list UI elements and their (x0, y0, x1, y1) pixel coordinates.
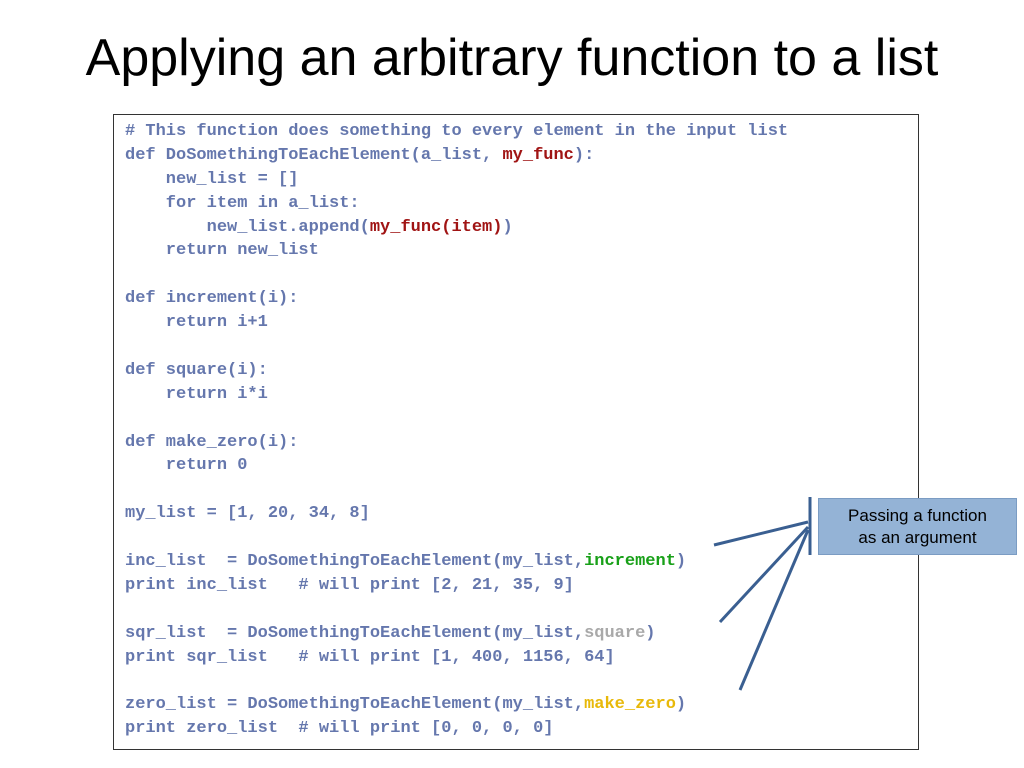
code-text: zero_list = DoSomethingToEachElement(my_… (125, 695, 585, 715)
code-line-blank (125, 526, 788, 550)
code-highlight-make-zero: make_zero (584, 695, 676, 715)
callout-text: Passing a function as an argument (848, 505, 987, 549)
callout-text-line: Passing a function (848, 505, 987, 525)
code-text: ) (502, 217, 513, 237)
code-line-def-main: def DoSomethingToEachElement(a_list, my_… (125, 144, 788, 168)
code-line-blank (125, 598, 788, 622)
callout-text-line: as an argument (858, 527, 977, 547)
code-line: def square(i): (125, 359, 788, 383)
code-text: ) (645, 623, 656, 643)
code-text: def square(i): (125, 360, 268, 380)
code-line: my_list = [1, 20, 34, 8] (125, 502, 788, 526)
slide-title: Applying an arbitrary function to a list (85, 29, 939, 87)
code-line: print sqr_list # will print [1, 400, 115… (125, 646, 788, 670)
code-text: return 0 (125, 456, 248, 476)
code-line: for item in a_list: (125, 192, 788, 216)
code-text: # This function does something to every … (125, 122, 789, 141)
code-text: inc_list = DoSomethingToEachElement(my_l… (125, 552, 585, 572)
code-text: ) (675, 552, 687, 572)
code-text: sqr_list = DoSomethingToEachElement(my_l… (125, 623, 585, 643)
code-highlight-square: square (584, 623, 646, 643)
code-line-blank (125, 407, 788, 431)
code-line-sqr: sqr_list = DoSomethingToEachElement(my_l… (125, 622, 788, 646)
code-line-comment: # This function does something to every … (125, 120, 788, 144)
code-line-zero: zero_list = DoSomethingToEachElement(my_… (125, 693, 788, 717)
code-text: my_list = [1, 20, 34, 8] (125, 504, 370, 524)
code-text: return i+1 (125, 313, 268, 333)
code-text: for item in a_list: (125, 193, 360, 213)
code-box: # This function does something to every … (113, 114, 919, 750)
code-line-blank (125, 669, 788, 693)
code-text: return i*i (125, 384, 268, 404)
code-line-blank (125, 478, 788, 502)
code-text: return new_list (125, 241, 319, 261)
callout-box: Passing a function as an argument (818, 498, 1017, 555)
code-line: print zero_list # will print [0, 0, 0, 0… (125, 717, 788, 741)
code-line: return 0 (125, 454, 788, 478)
code-text: ): (573, 145, 595, 165)
code-line: new_list.append(my_func(item)) (125, 216, 788, 240)
code-line: print inc_list # will print [2, 21, 35, … (125, 574, 788, 598)
code-line-blank (125, 263, 788, 287)
code-text: def DoSomethingToEachElement(a_list, (125, 145, 503, 165)
code-line: def make_zero(i): (125, 431, 788, 455)
code-line: def increment(i): (125, 287, 788, 311)
code-text: def increment(i): (125, 289, 299, 309)
code-text: ) (675, 695, 687, 715)
code-highlight-increment: increment (584, 552, 676, 572)
code-text: print inc_list # will print [2, 21, 35, … (125, 575, 574, 595)
code-block: # This function does something to every … (125, 120, 788, 741)
code-line: new_list = [] (125, 168, 788, 192)
code-line: return i*i (125, 383, 788, 407)
code-text: new_list.append( (125, 217, 370, 237)
code-text: new_list = [] (125, 169, 299, 189)
code-line-inc: inc_list = DoSomethingToEachElement(my_l… (125, 550, 788, 574)
code-highlight-my-func-call: my_func(item) (369, 217, 503, 237)
code-text: print sqr_list # will print [1, 400, 115… (125, 647, 615, 667)
code-line: return new_list (125, 239, 788, 263)
code-text: def make_zero(i): (125, 432, 299, 452)
code-highlight-my-func: my_func (502, 145, 574, 165)
code-line: return i+1 (125, 311, 788, 335)
code-line-blank (125, 335, 788, 359)
code-text: print zero_list # will print [0, 0, 0, 0… (125, 719, 554, 739)
